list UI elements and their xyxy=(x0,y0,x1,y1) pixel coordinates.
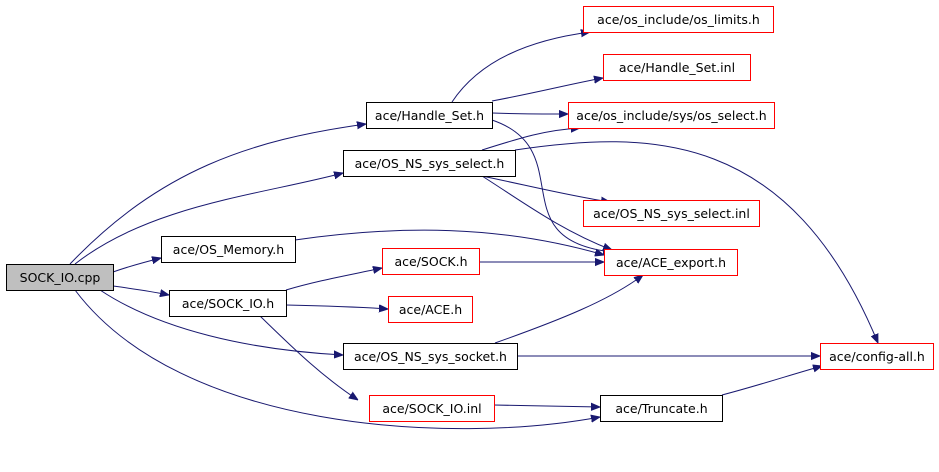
node-box xyxy=(382,248,480,275)
node-box xyxy=(600,395,723,422)
edge-sock-io-cpp-to-os-ns-sys-socket-h xyxy=(99,289,343,355)
node-sock-h[interactable]: ace/SOCK.h xyxy=(382,248,480,275)
node-os-ns-sys-socket-h[interactable]: ace/OS_NS_sys_socket.h xyxy=(343,343,518,370)
node-label: ace/OS_NS_sys_select.h xyxy=(355,156,505,171)
node-box xyxy=(366,102,493,129)
edge-os-ns-sys-select-h-to-ace-export-h xyxy=(481,175,612,250)
edge-handle-set-h-to-handle-set-inl xyxy=(491,78,603,102)
node-os-select-h[interactable]: ace/os_include/sys/os_select.h xyxy=(568,102,775,129)
node-box xyxy=(583,200,760,227)
edge-truncate-h-to-config-all-h xyxy=(721,366,822,396)
node-box xyxy=(369,395,495,422)
node-label: ace/OS_NS_sys_select.inl xyxy=(593,206,750,221)
node-label: ace/Truncate.h xyxy=(615,401,707,416)
edge-sock-io-cpp-to-os-ns-sys-select-h xyxy=(74,173,343,265)
node-os-ns-sys-select-inl[interactable]: ace/OS_NS_sys_select.inl xyxy=(583,200,760,227)
node-box xyxy=(603,54,751,81)
edge-os-memory-h-to-ace-export-h xyxy=(294,229,604,255)
node-handle-set-h[interactable]: ace/Handle_Set.h xyxy=(366,102,493,129)
node-label: ace/Handle_Set.inl xyxy=(619,60,735,75)
node-os-ns-sys-select-h[interactable]: ace/OS_NS_sys_select.h xyxy=(343,150,516,177)
node-box xyxy=(583,6,774,33)
edge-handle-set-h-to-os-select-h xyxy=(491,113,568,114)
node-box xyxy=(568,102,775,129)
edge-sock-io-h-to-ace-h xyxy=(285,305,388,309)
nodes-layer: SOCK_IO.cpp ace/Handle_Set.h ace/OS_NS_sys… xyxy=(6,6,934,422)
node-label: ace/SOCK.h xyxy=(394,254,467,269)
node-label: ace/OS_Memory.h xyxy=(173,242,284,257)
edge-handle-set-h-to-os-limits-h xyxy=(451,32,590,103)
edge-sock-io-cpp-to-sock-io-h xyxy=(112,285,169,295)
node-box xyxy=(343,343,518,370)
node-ace-export-h[interactable]: ace/ACE_export.h xyxy=(604,249,738,276)
node-label: SOCK_IO.cpp xyxy=(20,270,101,285)
edge-sock-io-inl-to-truncate-h xyxy=(493,405,600,407)
node-label: ace/OS_NS_sys_socket.h xyxy=(354,349,507,364)
node-box xyxy=(169,290,287,317)
node-os-limits-h[interactable]: ace/os_include/os_limits.h xyxy=(583,6,774,33)
node-sock-io-cpp[interactable]: SOCK_IO.cpp xyxy=(6,264,114,291)
edge-os-ns-sys-select-h-to-config-all-h xyxy=(514,141,878,343)
edge-handle-set-h-to-ace-export-h xyxy=(491,119,612,252)
node-label: ace/ACE_export.h xyxy=(616,255,726,270)
edges-layer xyxy=(69,32,878,430)
edge-sock-io-cpp-to-handle-set-h xyxy=(69,124,366,265)
node-box xyxy=(820,343,934,370)
node-handle-set-inl[interactable]: ace/Handle_Set.inl xyxy=(603,54,751,81)
node-label: ace/os_include/sys/os_select.h xyxy=(576,108,766,123)
edge-sock-io-cpp-to-os-memory-h xyxy=(112,258,161,273)
edge-sock-io-h-to-sock-io-inl xyxy=(259,315,358,400)
node-ace-h[interactable]: ace/ACE.h xyxy=(388,296,473,323)
node-label: ace/os_include/os_limits.h xyxy=(597,12,760,27)
node-os-memory-h[interactable]: ace/OS_Memory.h xyxy=(161,236,296,263)
node-box xyxy=(343,150,516,177)
edge-os-ns-sys-select-h-to-os-select-h xyxy=(481,128,580,151)
edge-os-ns-sys-select-h-to-os-ns-sys-select-inl xyxy=(481,175,610,202)
node-label: ace/SOCK_IO.inl xyxy=(382,401,481,416)
node-box xyxy=(161,236,296,263)
node-label: ace/SOCK_IO.h xyxy=(182,296,274,311)
node-box xyxy=(6,264,114,291)
node-box xyxy=(604,249,738,276)
edge-sock-io-h-to-sock-h xyxy=(285,268,382,291)
node-config-all-h[interactable]: ace/config-all.h xyxy=(820,343,934,370)
node-sock-io-h[interactable]: ace/SOCK_IO.h xyxy=(169,290,287,317)
node-sock-io-inl[interactable]: ace/SOCK_IO.inl xyxy=(369,395,495,422)
edge-os-ns-sys-socket-h-to-ace-export-h xyxy=(494,275,643,344)
node-label: ace/ACE.h xyxy=(399,302,462,317)
node-label: ace/Handle_Set.h xyxy=(375,108,484,123)
node-label: ace/config-all.h xyxy=(829,349,925,364)
node-box xyxy=(388,296,473,323)
node-truncate-h[interactable]: ace/Truncate.h xyxy=(600,395,723,422)
edge-sock-io-cpp-to-truncate-h xyxy=(74,289,600,430)
